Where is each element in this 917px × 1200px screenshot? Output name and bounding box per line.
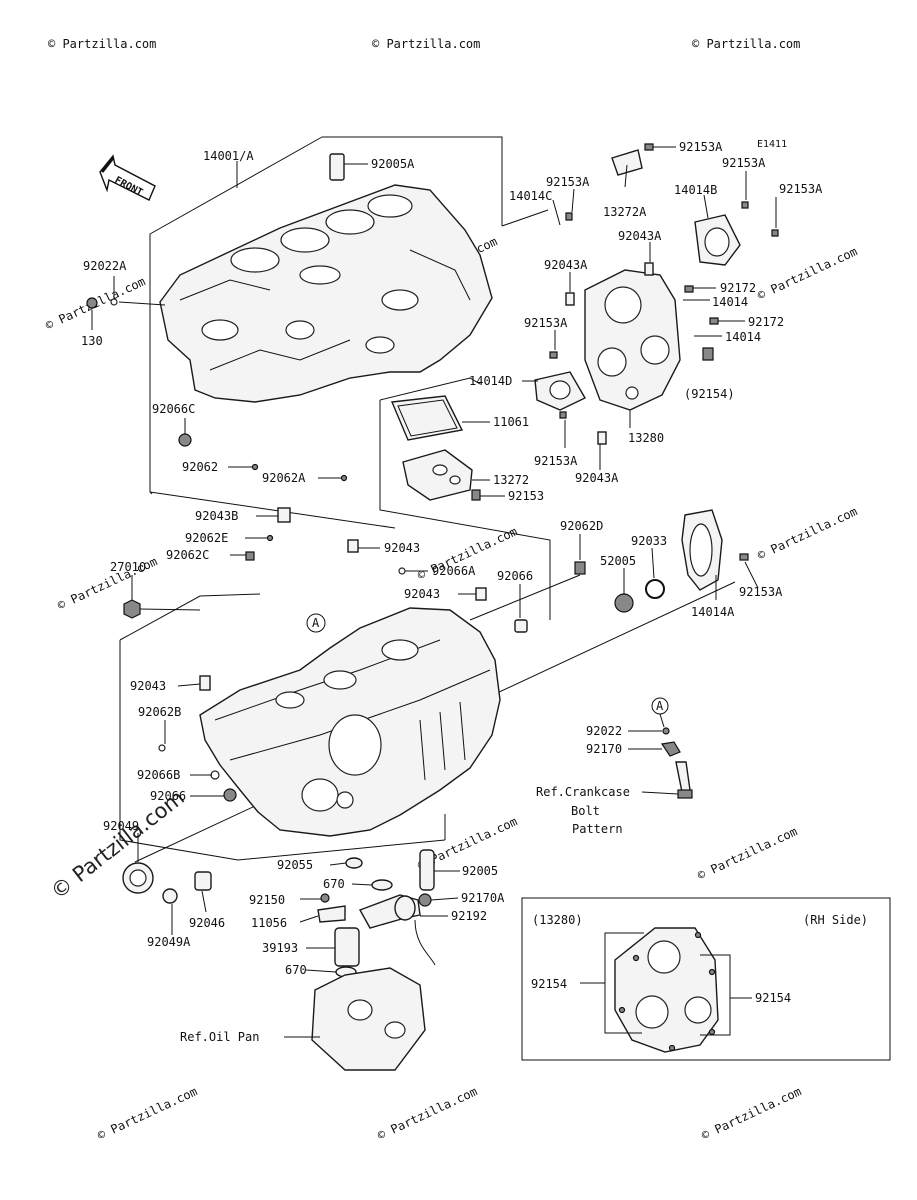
partzilla-watermark: © Partzilla.com bbox=[46, 785, 188, 904]
part-label: 670 bbox=[285, 963, 307, 977]
rh-side-inset bbox=[521, 897, 891, 1061]
part-label: 92153 bbox=[508, 489, 544, 503]
part-label: (RH Side) bbox=[803, 913, 868, 927]
oil-pump-pickup bbox=[311, 849, 436, 1071]
part-label: 92043A bbox=[544, 258, 588, 272]
part-label: 92005A bbox=[371, 157, 415, 171]
assembly-outlines bbox=[119, 136, 736, 863]
part-label: 92153A bbox=[546, 175, 590, 189]
diagram-code: E1411 bbox=[757, 139, 787, 150]
watermark: © Partzilla.com bbox=[755, 244, 859, 302]
part-label: 92062E bbox=[185, 531, 228, 545]
part-label: 92172 bbox=[720, 281, 756, 295]
watermark: © Partzilla.com bbox=[695, 824, 799, 882]
part-label: 11061 bbox=[493, 415, 529, 429]
part-label: 92049A bbox=[147, 935, 191, 949]
part-label: 14014B bbox=[674, 183, 717, 197]
part-label: 52005 bbox=[600, 554, 636, 568]
leader-lines bbox=[91, 146, 777, 1038]
cover-bolts bbox=[549, 143, 779, 445]
part-label: 92172 bbox=[748, 315, 784, 329]
part-label: (92154) bbox=[684, 387, 735, 401]
part-label: 92066 bbox=[150, 789, 186, 803]
lower-hardware bbox=[122, 507, 586, 904]
part-label: 92066B bbox=[137, 768, 180, 782]
part-label: 13280 bbox=[628, 431, 664, 445]
part-label: 92046 bbox=[189, 916, 225, 930]
part-label: 92043A bbox=[618, 229, 662, 243]
part-label: 130 bbox=[81, 334, 103, 348]
watermark: © Partzilla.com bbox=[95, 1084, 199, 1142]
part-label: Ref.Crankcase bbox=[536, 785, 630, 799]
part-label: Bolt bbox=[571, 804, 600, 818]
watermark: © Partzilla.com bbox=[755, 504, 859, 562]
part-label: 92043B bbox=[195, 509, 238, 523]
part-label: 14014D bbox=[469, 374, 512, 388]
part-label: 92043 bbox=[130, 679, 166, 693]
upper-crankcase bbox=[159, 184, 493, 403]
part-label: 92153A bbox=[739, 585, 783, 599]
part-label: 13272 bbox=[493, 473, 529, 487]
watermark: © Partzilla.com bbox=[372, 37, 480, 51]
part-label: Pattern bbox=[572, 822, 623, 836]
part-label: 14001/A bbox=[203, 149, 254, 163]
part-label: 92170A bbox=[461, 891, 505, 905]
callout-a-label: A bbox=[312, 616, 320, 630]
part-label: 92062D bbox=[560, 519, 603, 533]
part-label: 14014 bbox=[712, 295, 748, 309]
part-label: 39193 bbox=[262, 941, 298, 955]
part-label: 92150 bbox=[249, 893, 285, 907]
part-label: 92066C bbox=[152, 402, 195, 416]
part-label: 14014A bbox=[691, 605, 735, 619]
part-label: 92062 bbox=[182, 460, 218, 474]
part-label: 13272A bbox=[603, 205, 647, 219]
right-side-seals bbox=[614, 509, 749, 613]
part-label: (13280) bbox=[532, 913, 583, 927]
part-label: 92066A bbox=[432, 564, 476, 578]
part-label: 92154 bbox=[755, 991, 791, 1005]
callout-group: A A bbox=[306, 613, 693, 799]
part-label: 92153A bbox=[534, 454, 578, 468]
gasket-11061 bbox=[390, 395, 464, 441]
part-label: 92170 bbox=[586, 742, 622, 756]
watermark: © Partzilla.com bbox=[692, 37, 800, 51]
part-label: 27010 bbox=[110, 560, 146, 574]
clutch-cover-13280 bbox=[534, 149, 741, 411]
part-label: 92192 bbox=[451, 909, 487, 923]
lower-crankcase bbox=[199, 607, 501, 837]
watermark: © Partzilla.com bbox=[48, 37, 156, 51]
front-arrow-icon: FRONT bbox=[99, 154, 156, 201]
part-label: 92049 bbox=[103, 819, 139, 833]
part-label: 92005 bbox=[462, 864, 498, 878]
part-label: 92153A bbox=[524, 316, 568, 330]
callout-a-label: A bbox=[656, 699, 664, 713]
watermark: © Partzilla.com bbox=[699, 1084, 803, 1142]
part-label: 92022 bbox=[586, 724, 622, 738]
part-label: 92154 bbox=[531, 977, 567, 991]
part-label: 92043 bbox=[404, 587, 440, 601]
part-label: 92022A bbox=[83, 259, 127, 273]
part-label: 92153A bbox=[722, 156, 766, 170]
part-label: 92043 bbox=[384, 541, 420, 555]
part-label: 11056 bbox=[251, 916, 287, 930]
part-label: 14014 bbox=[725, 330, 761, 344]
part-label: 92153A bbox=[679, 140, 723, 154]
part-label: 92062C bbox=[166, 548, 209, 562]
cover-13272 bbox=[402, 449, 481, 501]
part-labels: 14001/A 92005A 92153A 92153A 92153A 9215… bbox=[81, 140, 868, 1044]
part-label: 92062A bbox=[262, 471, 306, 485]
part-label: 92066 bbox=[497, 569, 533, 583]
part-label: Ref.Oil Pan bbox=[180, 1030, 259, 1044]
part-label: 92033 bbox=[631, 534, 667, 548]
part-label: 92062B bbox=[138, 705, 181, 719]
part-label: 670 bbox=[323, 877, 345, 891]
part-label: 92153A bbox=[779, 182, 823, 196]
watermark: © Partzilla.com bbox=[375, 1084, 479, 1142]
part-label: 92043A bbox=[575, 471, 619, 485]
part-label: 14014C bbox=[509, 189, 552, 203]
part-label: 92055 bbox=[277, 858, 313, 872]
